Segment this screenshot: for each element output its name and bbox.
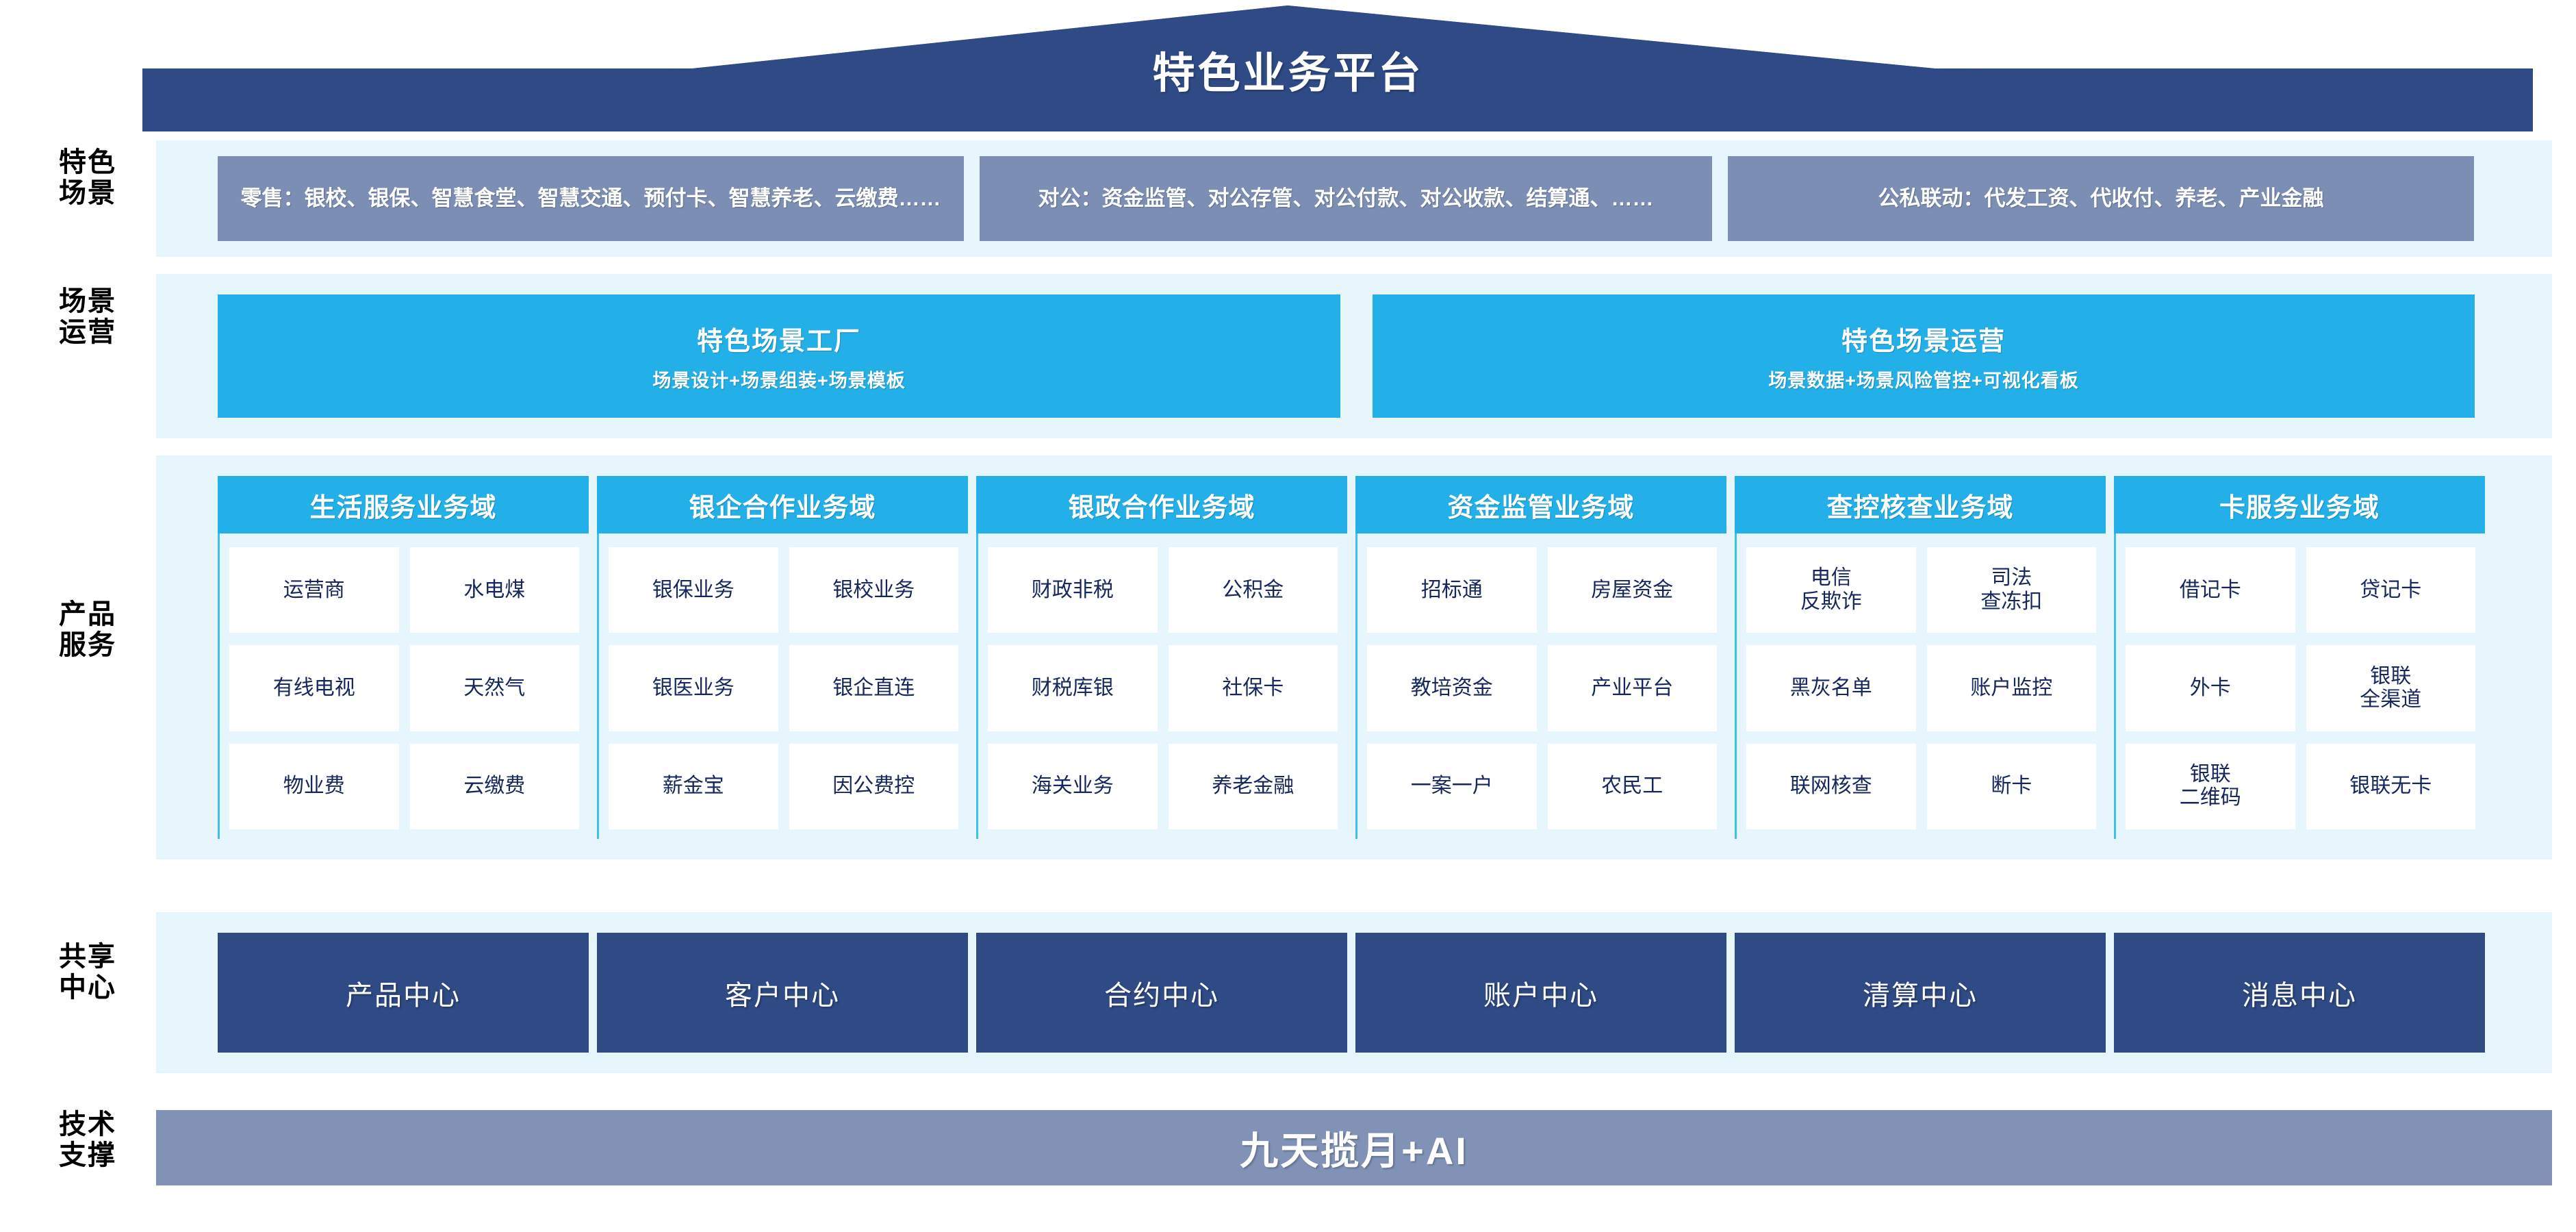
domain-item[interactable]: 物业费 — [229, 743, 399, 829]
domain-item[interactable]: 银校业务 — [789, 547, 958, 633]
domain-column-investigation-control[interactable]: 查控核查业务域 电信 反欺诈 司法 查冻扣 黑灰名单 账户监控 联网核查 断卡 — [1735, 476, 2106, 839]
row-label-operations: 场景 运营 — [59, 286, 116, 347]
domain-title: 资金监管业务域 — [1355, 476, 1726, 533]
domain-title: 查控核查业务域 — [1735, 476, 2106, 533]
domain-item[interactable]: 银联 全渠道 — [2306, 645, 2475, 731]
domain-column-fund-supervision[interactable]: 资金监管业务域 招标通 房屋资金 教培资金 产业平台 一案一户 农民工 — [1355, 476, 1726, 839]
domain-item[interactable]: 薪金宝 — [609, 743, 778, 829]
domain-item[interactable]: 银企直连 — [789, 645, 958, 731]
domain-item-grid: 银保业务 银校业务 银医业务 银企直连 薪金宝 因公费控 — [599, 533, 968, 839]
domain-item[interactable]: 产业平台 — [1547, 645, 1717, 731]
domain-item[interactable]: 云缴费 — [409, 743, 579, 829]
domain-column-life-service[interactable]: 生活服务业务域 运营商 水电煤 有线电视 天然气 物业费 云缴费 — [218, 476, 589, 839]
domain-item[interactable]: 贷记卡 — [2306, 547, 2475, 633]
domain-item[interactable]: 天然气 — [409, 645, 579, 731]
domain-title: 银企合作业务域 — [597, 476, 968, 533]
domain-item[interactable]: 招标通 — [1367, 547, 1537, 633]
domain-title: 银政合作业务域 — [976, 476, 1347, 533]
row-label-products: 产品 服务 — [59, 599, 116, 660]
domain-item[interactable]: 教培资金 — [1367, 645, 1537, 731]
domain-item[interactable]: 银联 二维码 — [2126, 743, 2295, 829]
domain-item[interactable]: 公积金 — [1168, 547, 1338, 633]
domain-item[interactable]: 电信 反欺诈 — [1746, 547, 1916, 633]
shared-center-contract[interactable]: 合约中心 — [976, 933, 1347, 1053]
operations-subtitle: 场景设计+场景组装+场景模板 — [652, 370, 906, 391]
domain-item[interactable]: 财政非税 — [988, 547, 1158, 633]
domain-item[interactable]: 运营商 — [229, 547, 399, 633]
domain-item[interactable]: 银联无卡 — [2306, 743, 2475, 829]
shared-center-message[interactable]: 消息中心 — [2114, 933, 2485, 1053]
domain-item[interactable]: 因公费控 — [789, 743, 958, 829]
domain-item[interactable]: 外卡 — [2126, 645, 2295, 731]
domain-item[interactable]: 银医业务 — [609, 645, 778, 731]
row-label-shared-centers: 共享 中心 — [59, 942, 116, 1003]
domain-item[interactable]: 农民工 — [1547, 743, 1717, 829]
domain-item[interactable]: 海关业务 — [988, 743, 1158, 829]
shared-center-customer[interactable]: 客户中心 — [597, 933, 968, 1053]
scenario-box-public-private[interactable]: 公私联动：代发工资、代收付、养老、产业金融 — [1728, 156, 2474, 241]
domain-item[interactable]: 水电煤 — [409, 547, 579, 633]
operations-subtitle: 场景数据+场景风险管控+可视化看板 — [1768, 370, 2079, 391]
domain-title: 生活服务业务域 — [218, 476, 589, 533]
scenario-box-corporate[interactable]: 对公：资金监管、对公存管、对公付款、对公收款、结算通、…… — [980, 156, 1712, 241]
domain-item[interactable]: 有线电视 — [229, 645, 399, 731]
domain-item-grid: 电信 反欺诈 司法 查冻扣 黑灰名单 账户监控 联网核查 断卡 — [1737, 533, 2106, 839]
platform-title-banner: 特色业务平台 — [0, 0, 2576, 137]
domain-item[interactable]: 联网核查 — [1746, 743, 1916, 829]
domain-item[interactable]: 银保业务 — [609, 547, 778, 633]
roof-shape-icon — [142, 5, 2533, 131]
shared-center-product[interactable]: 产品中心 — [218, 933, 589, 1053]
tech-support-bar[interactable]: 九天揽月+AI — [156, 1110, 2552, 1185]
operations-title: 特色场景工厂 — [696, 327, 861, 356]
domain-item[interactable]: 借记卡 — [2126, 547, 2295, 633]
domain-item[interactable]: 财税库银 — [988, 645, 1158, 731]
domain-item[interactable]: 黑灰名单 — [1746, 645, 1916, 731]
row-label-tech-support: 技术 支撑 — [59, 1109, 116, 1170]
row-label-scenarios: 特色 场景 — [59, 147, 116, 208]
scenario-box-retail[interactable]: 零售：银校、银保、智慧食堂、智慧交通、预付卡、智慧养老、云缴费…… — [218, 156, 964, 241]
domain-item-grid: 招标通 房屋资金 教培资金 产业平台 一案一户 农民工 — [1357, 533, 1726, 839]
page-title: 特色业务平台 — [1152, 50, 1424, 97]
domain-column-bank-enterprise[interactable]: 银企合作业务域 银保业务 银校业务 银医业务 银企直连 薪金宝 因公费控 — [597, 476, 968, 839]
domain-item-grid: 运营商 水电煤 有线电视 天然气 物业费 云缴费 — [220, 533, 589, 839]
domain-item-grid: 财政非税 公积金 财税库银 社保卡 海关业务 养老金融 — [978, 533, 1347, 839]
operations-box-scenario-factory[interactable]: 特色场景工厂 场景设计+场景组装+场景模板 — [218, 294, 1340, 418]
domain-item[interactable]: 一案一户 — [1367, 743, 1537, 829]
shared-center-account[interactable]: 账户中心 — [1355, 933, 1726, 1053]
domain-item[interactable]: 司法 查冻扣 — [1926, 547, 2096, 633]
domain-item[interactable]: 账户监控 — [1926, 645, 2096, 731]
shared-center-settlement[interactable]: 清算中心 — [1735, 933, 2106, 1053]
domain-column-card-service[interactable]: 卡服务业务域 借记卡 贷记卡 外卡 银联 全渠道 银联 二维码 银联无卡 — [2114, 476, 2485, 839]
domain-title: 卡服务业务域 — [2114, 476, 2485, 533]
domain-item-grid: 借记卡 贷记卡 外卡 银联 全渠道 银联 二维码 银联无卡 — [2116, 533, 2485, 839]
domain-column-bank-government[interactable]: 银政合作业务域 财政非税 公积金 财税库银 社保卡 海关业务 养老金融 — [976, 476, 1347, 839]
domain-item[interactable]: 断卡 — [1926, 743, 2096, 829]
domain-item[interactable]: 房屋资金 — [1547, 547, 1717, 633]
domain-item[interactable]: 养老金融 — [1168, 743, 1338, 829]
operations-box-scenario-operation[interactable]: 特色场景运营 场景数据+场景风险管控+可视化看板 — [1373, 294, 2475, 418]
operations-title: 特色场景运营 — [1841, 327, 2006, 356]
domain-item[interactable]: 社保卡 — [1168, 645, 1338, 731]
